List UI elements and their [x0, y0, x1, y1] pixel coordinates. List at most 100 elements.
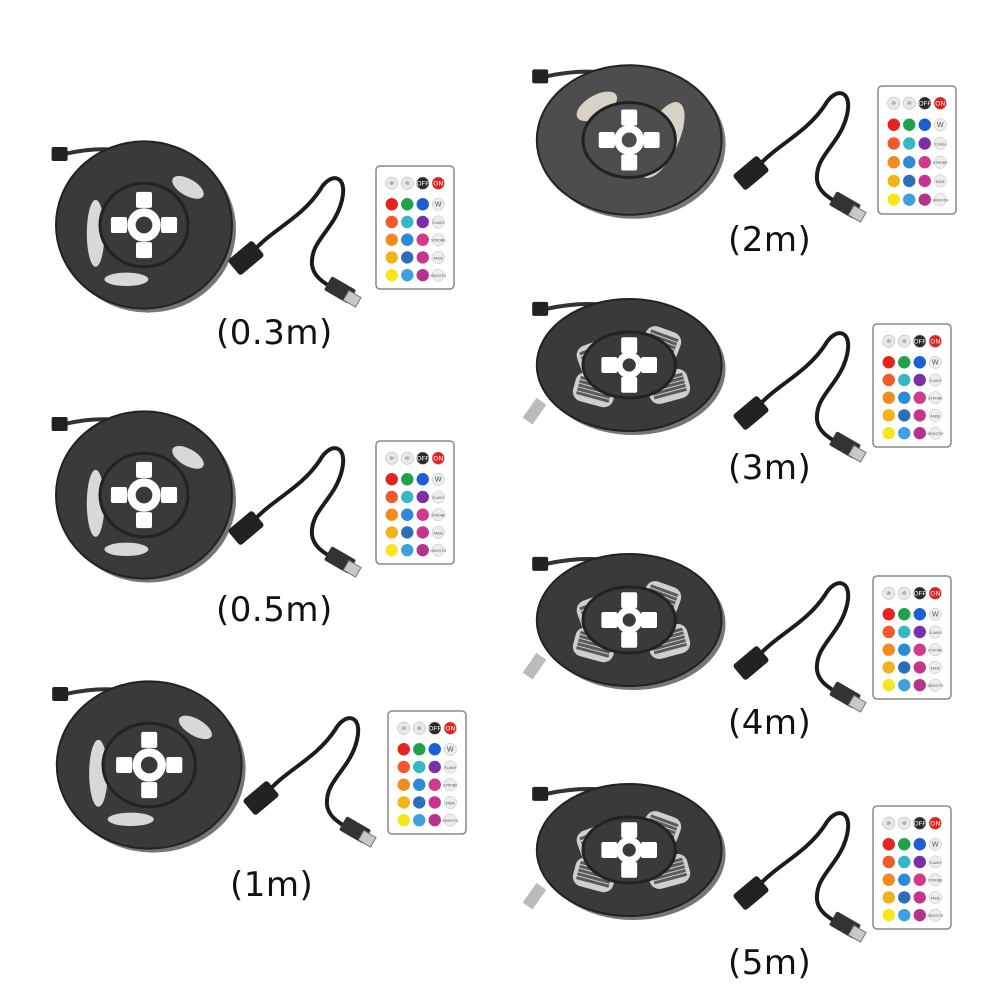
reel-spoke-hole: [621, 592, 638, 609]
remote-color-button: [428, 743, 441, 756]
remote-function-button: [443, 742, 457, 756]
remote-color-button: [913, 391, 926, 404]
remote-color-button: [416, 490, 429, 504]
length-label: (2m): [728, 220, 812, 260]
reel-spoke-hole: [621, 861, 638, 878]
remote-color-button: [913, 855, 926, 869]
remote-color-button: [397, 778, 410, 791]
strip-connector-plug: [532, 556, 549, 571]
remote-color-button: [397, 796, 410, 809]
usb-plug-tip: [847, 444, 867, 463]
remote-function-button-label: SMOOTH: [430, 549, 446, 553]
remote-color-button: [385, 215, 398, 229]
remote-color-button: [887, 137, 900, 150]
led-segment: [650, 584, 679, 598]
remote-color-button: [397, 760, 410, 774]
remote-color-button: [416, 215, 429, 229]
strip-connector-plug: [51, 416, 68, 431]
remote-color-button: [882, 373, 895, 387]
remote-color-button: [401, 233, 414, 246]
usb-controller-cable: [733, 91, 867, 223]
usb-plug-tip: [847, 694, 867, 713]
remote-function-button: [933, 118, 947, 132]
remote-top-button-label: ON: [445, 725, 455, 733]
remote-top-button-label: ☼: [901, 820, 907, 828]
remote-top-button-label: ON: [930, 338, 940, 346]
remote-color-button: [401, 251, 414, 264]
remote-color-button: [401, 215, 414, 229]
controller-box: [733, 156, 769, 190]
led-strip-window: [172, 175, 204, 199]
remote-function-button: [928, 855, 942, 869]
remote-color-button: [898, 908, 911, 922]
remote-top-button-label: ☼: [389, 455, 395, 463]
reel-spoke-hole: [110, 487, 127, 503]
usb-controller-cable: [733, 581, 867, 713]
remote-function-button: [431, 543, 445, 557]
remote-color-button: [918, 118, 931, 131]
remote-function-button: [928, 837, 942, 851]
strip-connector-plug: [532, 69, 549, 84]
reel-spoke-hole: [166, 757, 183, 773]
reel-spoke-hole: [116, 757, 133, 773]
remote-color-button: [882, 873, 895, 886]
strip-tail: [522, 882, 547, 910]
remote-color-button: [918, 156, 931, 169]
led-strip-window: [104, 272, 149, 287]
remote-top-button: [882, 816, 896, 830]
reel-spoke-hole: [110, 217, 127, 233]
remote-color-button: [416, 268, 429, 282]
reel-spoke-hole: [641, 612, 657, 628]
led-segment: [652, 384, 686, 396]
remote-color-button: [401, 508, 414, 521]
remote-function-button-label: SMOOTH: [932, 199, 948, 203]
led-strip-reel: [52, 680, 246, 853]
remote-function-button-label: STROBE: [933, 161, 948, 165]
remote-function-button-label: SMOOTH: [442, 819, 458, 823]
remote-color-button: [913, 661, 926, 674]
remote-color-button: [898, 838, 911, 851]
remote-function-button-label: SMOOTH: [927, 914, 943, 918]
remote-top-button: [431, 451, 445, 465]
remote-top-button: [416, 451, 430, 465]
reel-spoke-hole: [621, 337, 638, 354]
remote-color-button: [882, 608, 895, 621]
remote-function-button: [443, 795, 457, 809]
led-segment: [577, 387, 611, 399]
usb-cable: [753, 811, 851, 929]
remote-color-button: [913, 908, 926, 922]
remote-color-button: [385, 526, 398, 539]
remote-color-button: [385, 490, 398, 504]
remote-top-button: [928, 586, 942, 600]
remote-color-button: [413, 760, 426, 774]
remote-top-button-label: ☼: [404, 180, 410, 188]
remote-function-button: [443, 778, 457, 792]
remote-function-button: [431, 250, 445, 264]
remote-color-button: [887, 156, 900, 169]
remote-color-button: [903, 118, 916, 131]
remote-top-button-label: ☼: [886, 820, 892, 828]
remote-function-button: [431, 490, 445, 504]
remote-function-button-label: FLASH: [432, 221, 444, 225]
led-segment: [650, 329, 679, 343]
remote-color-button: [898, 855, 911, 869]
remote-function-button: [431, 215, 445, 229]
remote-top-button-label: ON: [930, 590, 940, 598]
remote-color-button: [397, 743, 410, 756]
reel-spoke-hole: [641, 357, 657, 373]
remote-top-button: [928, 816, 942, 830]
remote-top-button-label: ON: [935, 100, 945, 108]
remote-top-button: [882, 334, 896, 348]
remote-function-button: [928, 426, 942, 440]
length-label: (1m): [230, 865, 314, 905]
remote-color-button: [882, 678, 895, 692]
led-strip-window: [172, 445, 204, 469]
remote-function-button: [928, 908, 942, 922]
remote-function-button-label: FADE: [446, 801, 456, 805]
remote-function-button: [431, 472, 445, 486]
reel-spoke-hole: [601, 357, 618, 373]
remote-function-button: [933, 155, 947, 169]
remote-top-button: [443, 721, 457, 735]
